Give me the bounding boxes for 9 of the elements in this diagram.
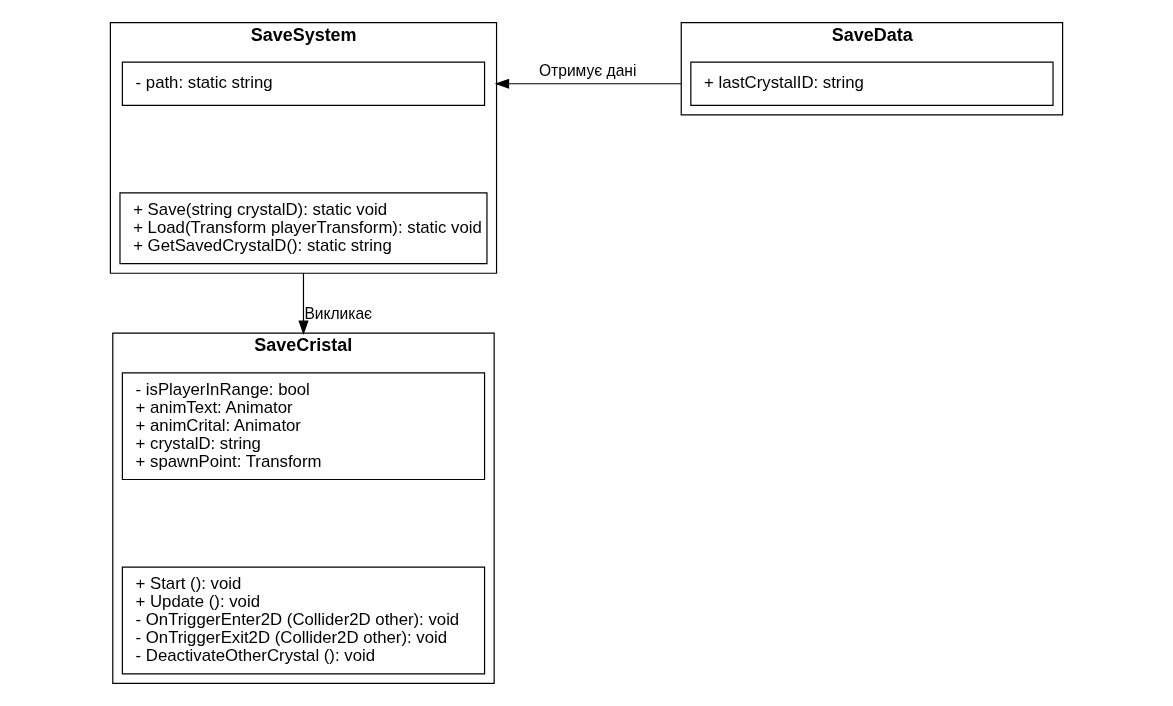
edge-label: Викликає bbox=[304, 305, 373, 323]
node-box: - isPlayerInRange: bool + animText: Animator + animCrital: Animator + crystalD: string + spawnPoint: Transform bbox=[121, 372, 486, 481]
arrow bbox=[494, 78, 682, 89]
node-box: + Save(string crystalD): static void + Load(Transform playerTransform): static void + GetSavedCrystalD(): static string bbox=[119, 192, 488, 265]
node-box: - path: static string bbox=[121, 61, 486, 106]
edge-label: Отримує дані bbox=[539, 61, 637, 79]
arrow bbox=[298, 272, 309, 336]
node-box: + Start (): void + Update (): void - OnTriggerEnter2D (Collider2D other): void - OnTriggerExit2D (Collider2D other): void - DeactivateOtherCrystal (): void bbox=[121, 566, 486, 675]
node-box: + lastCrystalID: string bbox=[690, 61, 1054, 106]
